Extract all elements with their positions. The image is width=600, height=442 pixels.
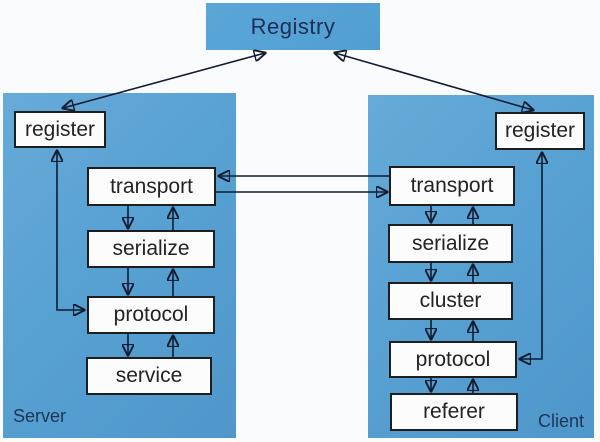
node-server-service: service bbox=[86, 357, 212, 395]
node-server-register: register bbox=[14, 111, 106, 148]
node-client-cluster: cluster bbox=[388, 282, 513, 320]
node-client-referer: referer bbox=[390, 393, 518, 431]
client-panel-label: Client bbox=[538, 411, 585, 431]
node-server-serialize: serialize bbox=[87, 230, 215, 268]
server-panel-label: Server bbox=[13, 406, 67, 426]
registry-label: Registry bbox=[250, 13, 336, 39]
node-server-transport: transport bbox=[87, 167, 216, 206]
registry-node: Registry bbox=[206, 3, 380, 50]
node-client-serialize: serialize bbox=[388, 224, 513, 263]
node-client-protocol: protocol bbox=[389, 341, 517, 378]
node-server-protocol: protocol bbox=[87, 296, 215, 334]
node-client-transport: transport bbox=[389, 166, 515, 206]
client-panel bbox=[368, 95, 594, 438]
node-client-register: register bbox=[495, 112, 585, 150]
